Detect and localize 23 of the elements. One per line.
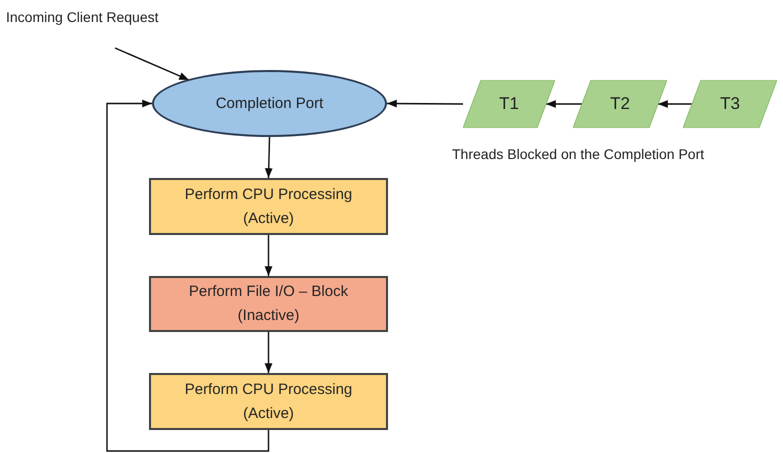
node-text: Perform CPU Processing (Active)	[184, 184, 354, 228]
node-text: T3	[720, 93, 740, 115]
arrow	[264, 136, 273, 178]
arrow	[658, 100, 692, 108]
node-text: T1	[499, 93, 519, 115]
process-box	[149, 276, 388, 332]
process-box	[149, 373, 388, 430]
request-text: Incoming Client Request	[6, 6, 206, 28]
arrow	[387, 100, 463, 108]
thread-parallelogram	[573, 80, 667, 128]
node-text: Completion Port	[216, 94, 324, 114]
node-text: T2	[610, 93, 630, 115]
arrow	[264, 332, 272, 373]
node-text: Perform CPU Processing (Active)	[184, 380, 354, 424]
arrow	[546, 100, 582, 108]
thread-parallelogram	[683, 80, 777, 128]
arrow	[114, 47, 190, 81]
thread-parallelogram	[463, 80, 555, 128]
arrow	[264, 235, 272, 276]
arrow	[106, 100, 270, 452]
caption-text: Threads Blocked on the Completion Port	[452, 145, 704, 164]
process-box	[149, 178, 388, 235]
node-text: Perform File I/O – Block (Inactive)	[188, 282, 350, 326]
